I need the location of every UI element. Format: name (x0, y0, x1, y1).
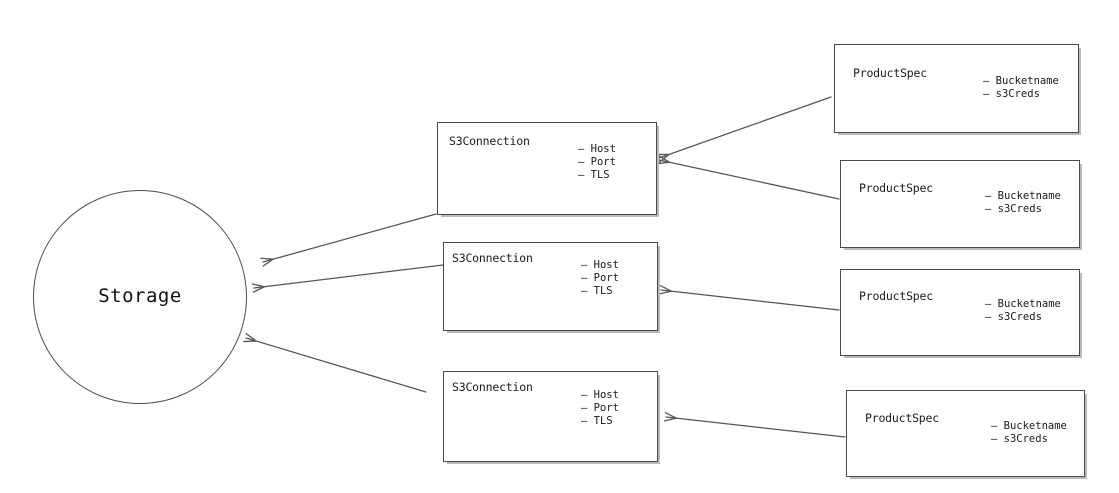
s3connection-2-to-storage (254, 264, 444, 288)
node-s3connection-1-attributes: – Host – Port – TLS (578, 143, 616, 182)
productspec-2-to-s3connection-1 (659, 160, 840, 200)
attribute-item: – Host (578, 143, 616, 155)
attribute-item: – Port (581, 402, 619, 414)
attribute-item: – Port (581, 272, 619, 284)
node-productspec-3-attributes: – Bucketname – s3Creds (985, 298, 1061, 324)
attribute-item: – Bucketname (991, 420, 1067, 432)
attribute-item: – s3Creds (991, 433, 1048, 445)
attribute-item: – Host (581, 389, 619, 401)
s3connection-3-to-storage (246, 338, 427, 393)
node-s3connection-3-attributes: – Host – Port – TLS (581, 389, 619, 428)
attribute-item: – s3Creds (985, 311, 1042, 323)
node-s3connection-1-title: S3Connection (449, 134, 530, 148)
node-productspec-4-title: ProductSpec (865, 411, 939, 425)
node-productspec-3-title: ProductSpec (859, 289, 933, 303)
node-s3connection-2-title: S3Connection (452, 251, 533, 265)
node-productspec-2-title: ProductSpec (859, 181, 933, 195)
node-productspec-1-title: ProductSpec (853, 66, 927, 80)
attribute-item: – Port (578, 156, 616, 168)
attribute-item: – Bucketname (985, 298, 1061, 310)
node-storage[interactable] (33, 190, 247, 404)
attribute-item: – Host (581, 259, 619, 271)
attribute-item: – s3Creds (983, 88, 1040, 100)
node-productspec-4-attributes: – Bucketname – s3Creds (991, 420, 1067, 446)
node-s3connection-2[interactable] (443, 242, 658, 331)
node-productspec-2[interactable] (840, 160, 1080, 248)
attribute-item: – TLS (581, 285, 613, 297)
attribute-item: – TLS (578, 169, 610, 181)
node-s3connection-2-attributes: – Host – Port – TLS (581, 259, 619, 298)
attribute-item: – s3Creds (985, 203, 1042, 215)
s3connection-1-to-storage (263, 213, 437, 262)
node-s3connection-3-title: S3Connection (452, 380, 533, 394)
attribute-item: – Bucketname (985, 190, 1061, 202)
node-productspec-4[interactable] (846, 390, 1085, 477)
node-s3connection-3[interactable] (443, 371, 658, 462)
node-storage-label: Storage (98, 285, 182, 307)
attribute-item: – TLS (581, 415, 613, 427)
node-productspec-3[interactable] (840, 269, 1080, 356)
productspec-3-to-s3connection-2 (661, 290, 840, 311)
node-productspec-2-attributes: – Bucketname – s3Creds (985, 190, 1061, 216)
attribute-item: – Bucketname (983, 75, 1059, 87)
node-s3connection-1[interactable] (437, 122, 657, 215)
productspec-4-to-s3connection-3 (666, 417, 846, 438)
node-productspec-1-attributes: – Bucketname – s3Creds (983, 75, 1059, 101)
node-productspec-1[interactable] (834, 44, 1079, 133)
productspec-1-to-s3connection-1 (659, 96, 832, 158)
